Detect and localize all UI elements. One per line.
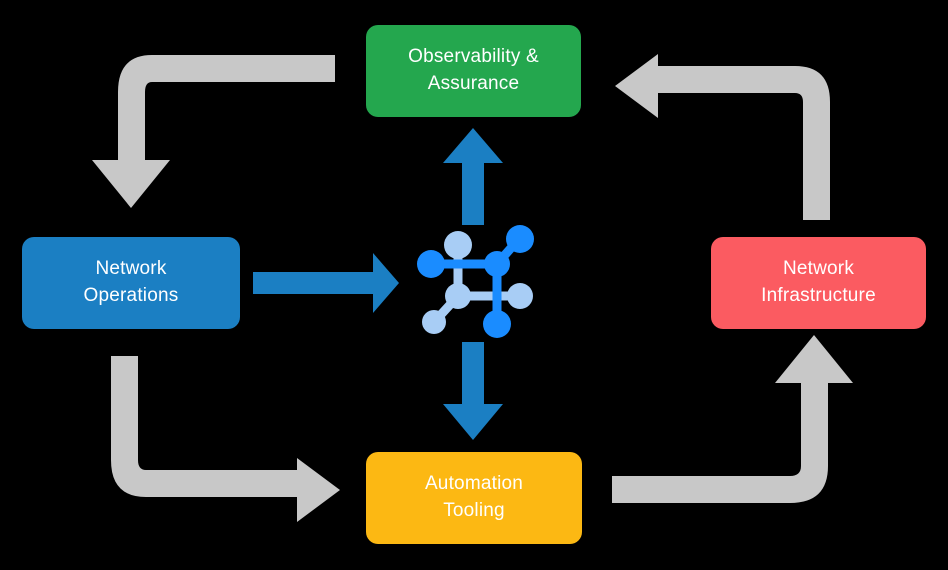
node-observability-label: Observability & Assurance — [408, 46, 539, 94]
arrow-operations-to-center — [253, 253, 399, 313]
node-observability-assurance[interactable]: Observability & Assurance — [366, 25, 581, 117]
node-network-infrastructure-label: Network Infrastructure — [761, 258, 876, 306]
node-network-operations[interactable]: Network Operations — [22, 237, 240, 329]
arrow-operations-to-automation — [111, 356, 340, 522]
icon-node-bottomleft-light — [422, 310, 446, 334]
arrow-center-to-automation — [443, 342, 503, 440]
icon-node-hub-dark — [484, 251, 510, 277]
network-graph-icon — [417, 225, 534, 338]
icon-node-midleft-light — [445, 283, 471, 309]
icon-node-topright-dark — [506, 225, 534, 253]
icon-node-left-dark — [417, 250, 445, 278]
node-automation-tooling-label: Automation Tooling — [424, 473, 524, 521]
node-network-infrastructure[interactable]: Network Infrastructure — [711, 237, 926, 329]
arrow-automation-to-infrastructure — [612, 335, 853, 503]
icon-node-bottom-dark — [483, 310, 511, 338]
arrow-infrastructure-to-observability — [615, 54, 830, 220]
node-network-operations-label: Network Operations — [83, 258, 179, 306]
icon-node-top-light — [444, 231, 472, 259]
arrow-center-to-observability — [443, 128, 503, 225]
icon-node-right-light — [507, 283, 533, 309]
arrow-observability-to-operations — [92, 55, 335, 208]
node-automation-tooling[interactable]: Automation Tooling — [366, 452, 582, 544]
